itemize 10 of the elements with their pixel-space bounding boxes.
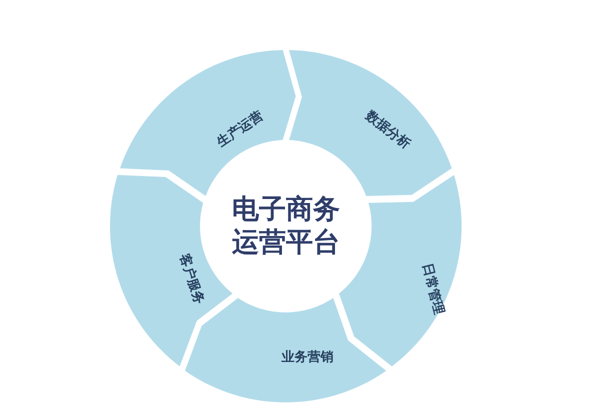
segment-label: 客户服务: [175, 251, 208, 306]
segment-label: 数据分析: [362, 107, 414, 153]
chevron-segment: [110, 174, 233, 366]
chevron-segment: [339, 174, 462, 366]
chevron-segment: [289, 50, 452, 196]
chevron-segment: [120, 50, 296, 196]
segment-label: 日常管理: [418, 261, 447, 316]
segment-label: 生产运营: [214, 108, 267, 151]
title-text: 电子商务运营平台: [231, 193, 341, 259]
segment-label: 业务营销: [282, 348, 334, 366]
